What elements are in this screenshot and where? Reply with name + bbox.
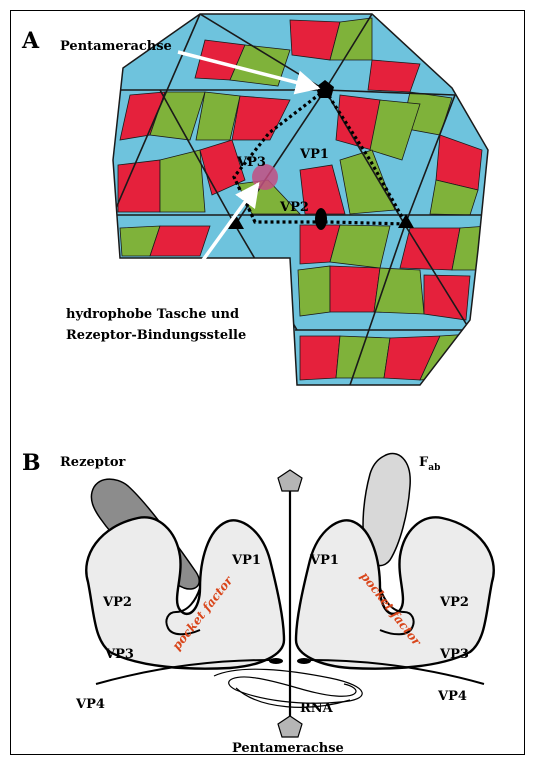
right-vp4-blob xyxy=(297,658,311,664)
capsid-tile-vp2 xyxy=(330,225,390,268)
panel-a-pocket-label-line2: Rezeptor-Bindungsstelle xyxy=(66,328,246,343)
capsid-tile-vp2 xyxy=(298,266,330,316)
capsid-vp3-label: VP3 xyxy=(236,155,266,170)
rna-strand xyxy=(214,669,362,703)
capsid-tile-vp2 xyxy=(336,336,390,378)
left-vp3-label: VP3 xyxy=(104,647,134,662)
right-vp1-label: VP1 xyxy=(309,553,339,568)
receptor-label: Rezeptor xyxy=(60,455,125,470)
left-vp4-label: VP4 xyxy=(75,697,105,712)
panel-b-letter: B xyxy=(22,450,41,476)
twofold-axis-marker xyxy=(315,208,327,230)
left-vp4-blob xyxy=(269,658,283,664)
fab-label: Fab xyxy=(419,455,440,473)
panel-a-pentamer-label: Pentamerachse xyxy=(60,39,172,54)
capsid-tile-vp3 xyxy=(424,275,470,320)
left-vp2-label: VP2 xyxy=(102,595,132,610)
right-vp3-label: VP3 xyxy=(439,647,469,662)
rna-label: RNA xyxy=(300,701,334,716)
right-vp4-label: VP4 xyxy=(437,689,467,704)
left-vp1-label: VP1 xyxy=(231,553,261,568)
capsid-vp1-label: VP1 xyxy=(299,147,329,162)
capsid-tile-vp3 xyxy=(400,228,460,270)
panel-a-letter: A xyxy=(21,28,40,54)
panel-b-pentamer-label: Pentamerachse xyxy=(232,741,344,756)
pentamer-bottom-marker xyxy=(278,716,302,737)
capsid-tile-vp3 xyxy=(330,266,380,312)
panel-a-pocket-label-line1: hydrophobe Tasche und xyxy=(66,307,239,322)
right-vp2-label: VP2 xyxy=(439,595,469,610)
capsid-vp2-label: VP2 xyxy=(279,200,309,215)
capsid-tile-vp3 xyxy=(118,160,160,212)
capsid-tile-vp3 xyxy=(150,226,210,256)
pentamer-top-marker xyxy=(278,470,302,491)
capsid-tile-vp3 xyxy=(300,336,340,380)
